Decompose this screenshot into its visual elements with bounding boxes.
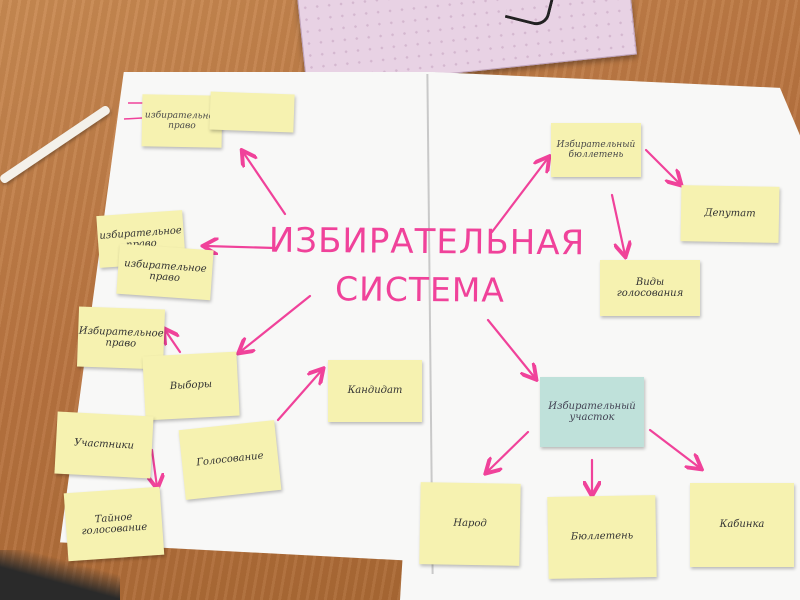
arrow-to-top-right: [490, 158, 548, 234]
arrow-to-mid-left: [205, 246, 277, 248]
note-vybory: Выборы: [142, 351, 240, 421]
arrow-to-kabinka: [648, 428, 700, 468]
note-uchastniki: Участники: [54, 411, 154, 479]
note-golosovanie: Голосование: [178, 420, 282, 500]
title-line-2: СИСТЕМА: [334, 269, 506, 310]
title-line-1: ИЗБИРАТЕЛЬНАЯ: [268, 220, 586, 264]
arrow-vybory-to-izbirat: [165, 330, 182, 354]
note-bottom-left: Тайное голосование: [63, 486, 165, 562]
arrow-to-uchastok: [486, 318, 535, 378]
pink-dashes: [123, 102, 144, 120]
arrow-uchastniki-down: [152, 448, 157, 487]
arrow-to-vidy: [610, 193, 625, 255]
note-top-left-b: [209, 91, 295, 133]
note-deputat: Депутат: [680, 185, 780, 243]
arrow-to-vybory: [240, 294, 312, 352]
arrow-to-top-left: [243, 152, 287, 216]
note-vidy: Виды голосования: [600, 260, 700, 316]
note-mid-left-b: избирательное право: [116, 243, 214, 301]
note-narod: Народ: [419, 482, 521, 566]
note-uchastok: Избирательный участок: [540, 377, 644, 447]
note-kabinka: Кабинка: [690, 483, 794, 567]
arrow-to-narod: [487, 430, 530, 472]
note-byulleten: Бюллетень: [547, 495, 657, 579]
arrow-kandidat-up: [276, 370, 322, 422]
note-top-right: Избирательный бюллетень: [551, 123, 641, 177]
note-kandidat: Кандидат: [328, 360, 422, 422]
arrow-to-deputat: [644, 148, 680, 184]
